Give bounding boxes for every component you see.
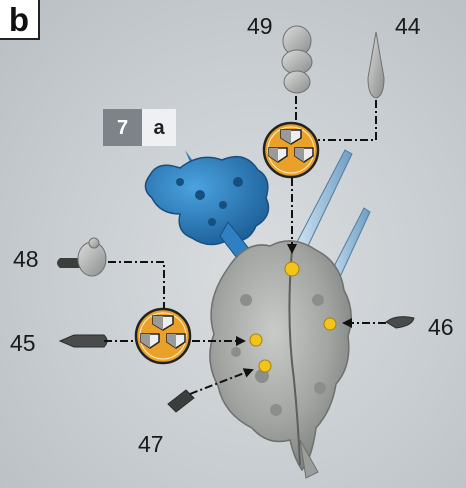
blue-crystal-cluster bbox=[145, 150, 268, 262]
part-44-spike bbox=[368, 32, 384, 98]
part-number-48: 48 bbox=[13, 248, 39, 271]
part-number-47: 47 bbox=[138, 433, 164, 456]
part-number-45: 45 bbox=[10, 332, 36, 355]
assembly-tool-icon bbox=[136, 309, 190, 363]
part-number-44: 44 bbox=[395, 15, 421, 38]
part-48-piece bbox=[57, 238, 106, 276]
part-45-peg bbox=[60, 335, 107, 347]
reference-step-number: 7 bbox=[103, 109, 142, 146]
part-46-peg bbox=[386, 317, 414, 328]
panel-label: b bbox=[0, 0, 40, 40]
part-number-46: 46 bbox=[428, 316, 454, 339]
part-49-piece bbox=[282, 26, 312, 93]
reference-sub-label: a bbox=[142, 109, 176, 146]
part-number-49: 49 bbox=[247, 15, 273, 38]
assembly-tool-icon bbox=[264, 123, 318, 177]
main-body bbox=[210, 241, 351, 478]
